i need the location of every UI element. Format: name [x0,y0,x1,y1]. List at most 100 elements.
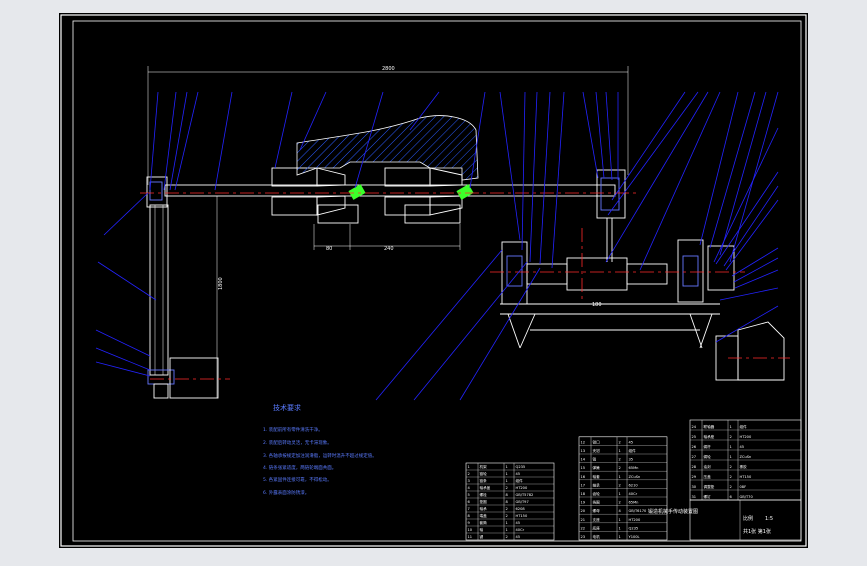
bom-cell: 8 [468,514,471,518]
bom-cell: 19 [581,501,586,505]
leader-line [731,247,779,277]
bom-cell: 销 [593,457,597,462]
bom-cell: 6210 [629,483,639,487]
bom-cell: 1 [619,518,621,522]
bom-cell: 40Cr [629,492,638,496]
bom-cell: 21 [581,518,586,522]
bom-cell: 组件 [516,478,524,483]
leader-line [551,91,565,269]
bom-cell: 20 [581,509,586,513]
bom-cell: 2 [506,535,508,539]
bom-cell: 联轴器 [704,424,715,429]
bom-cell: 压盖 [704,474,712,479]
bom-cell: 端盖 [480,513,488,518]
notes-title: 技术要求 [273,403,301,412]
leader-line [734,269,779,289]
workpiece-section [296,115,479,181]
bom-cell: 14 [581,458,586,462]
leader-line [103,192,149,236]
leader-line [729,91,779,263]
bom-cell: 蜗轮 [704,454,712,459]
bom-cell: Y100L [629,535,640,539]
title-block: 锻造机械手传动装置图 比例 1:5 共1张 第1张 [648,508,773,535]
bom-cell: 1 [506,479,508,483]
dim-span-b: 240 [384,246,394,252]
bom-cell: 8 [506,500,509,504]
bom-cell: GB/T6170 [629,509,648,513]
bom-cell: 65Mn [629,501,639,505]
bom-cell: GB/T70 [740,495,754,499]
bom-cell: 1 [506,465,508,469]
leader-line [95,329,151,357]
bom-cell: 2 [619,501,621,505]
bom-cell: 12 [581,440,586,444]
bom-cell: HT150 [740,475,752,479]
bom-cell: 10 [468,528,473,532]
bom-cell: 电机 [593,534,601,539]
bom-cell: 4 [619,509,622,513]
table-frame [465,462,555,541]
bom-cell: 4 [468,486,471,490]
bom-cell: Q235 [629,526,639,530]
bom-cell: ZCuSn [740,455,752,459]
bom-cell: 1 [730,425,732,429]
bom-cell: Q235 [516,465,526,469]
bom-cell: 28 [692,465,697,469]
bom-cell: 40Cr [516,528,525,532]
leader-line [723,185,779,267]
bom-cell: 1 [619,492,621,496]
leader-line [469,91,486,189]
bom-cell: 18 [581,492,586,496]
bom-cell: 机架 [480,464,488,469]
scale-label: 比例 [743,515,753,522]
bom-cell: HT200 [516,486,528,490]
leader-line [639,91,721,271]
bom-cell: 1 [730,455,732,459]
leader-line [719,91,767,256]
bom-cell: 1 [506,528,508,532]
bom-cell: 1 [619,449,621,453]
bom-cell: 1 [506,521,508,525]
note-item: 6. 外露表面涂防锈漆。 [263,489,309,496]
bom-cell: 2 [619,458,621,462]
bom-cell: 组件 [629,448,637,453]
leader-line [539,91,551,265]
bom-cell: 45 [516,521,521,525]
dim-span-a: 80 [326,246,332,252]
bom-cell: 2 [730,485,732,489]
bom-cell: 24 [692,425,697,429]
bom-cell: 23 [581,535,586,539]
bom-cell: 轴承 [480,506,488,511]
bom-cell: 13 [581,449,586,453]
leader-lines [95,91,779,401]
bom-cell: 2 [619,483,621,487]
leader-line [607,91,699,216]
bom-cell: 45 [516,535,521,539]
leader-line [521,91,526,251]
bom-cell: 22 [581,526,586,530]
outer-border [60,14,807,547]
bom-cell: ZCuSn [629,475,641,479]
leader-line [149,91,159,191]
leader-line [95,347,151,371]
bom-cell: 2 [619,466,621,470]
bom-cell: 45 [740,445,745,449]
bom-cell: 钳口 [593,439,601,444]
bom-cell: 2 [468,472,470,476]
bom-cell: 27 [692,455,697,459]
bom-cell: 5 [468,493,470,497]
leader-line [413,261,528,401]
bom-cell: 链条 [480,478,488,483]
bom-cell: 组件 [740,424,748,429]
bom-cell: 8 [506,493,509,497]
leader-line [499,91,521,241]
bom-cell: 油封 [704,464,712,469]
bom-cell: HT200 [740,435,752,439]
bom-cell: 31 [692,495,697,499]
leader-line [582,91,599,179]
leader-line [169,91,188,191]
bom-cell: 3 [468,479,470,483]
